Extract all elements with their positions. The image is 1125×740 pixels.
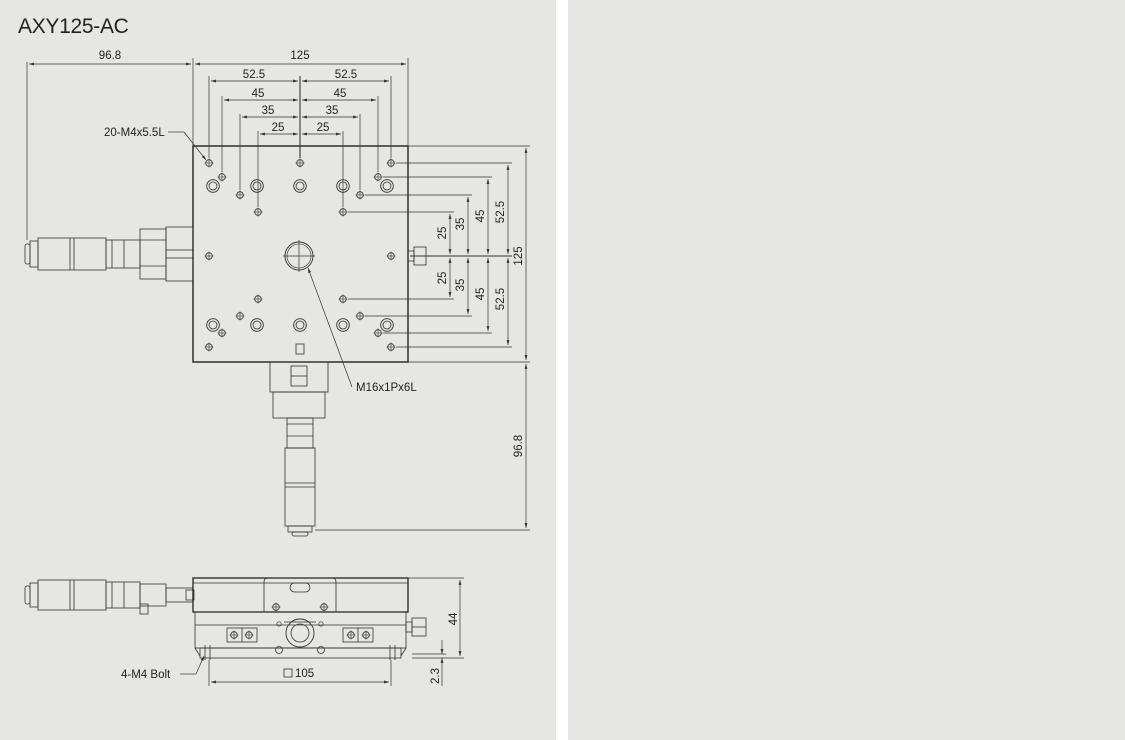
dim-125-width: 125 [290, 50, 309, 62]
callout-center-thread: M16x1Px6L [356, 382, 417, 394]
callout-tapped-holes: 20-M4x5.5L [104, 127, 165, 139]
dim-35-top: 35 [455, 218, 467, 231]
side-view: 44 2.3 105 4-M4 Bolt [24, 577, 464, 686]
bottom-micrometer [269, 361, 329, 537]
model-title: AXY125-AC [18, 15, 129, 38]
left-micrometer [24, 226, 194, 282]
dim-25-right: 25 [317, 122, 330, 134]
blank-panel [568, 0, 1125, 740]
dim-2-3-offset: 2.3 [430, 668, 442, 684]
top-view: 96.8 125 52.5 52.5 45 45 [24, 50, 530, 537]
dim-44-height: 44 [448, 612, 460, 625]
dim-45-top: 45 [475, 210, 487, 223]
dim-25-bottom: 25 [437, 272, 449, 285]
dim-52-5-bottom: 52.5 [495, 288, 507, 310]
side-right-knob [405, 617, 427, 637]
square-symbol-icon [283, 668, 293, 678]
dim-35-bottom: 35 [455, 279, 467, 292]
side-roller-blocks [226, 627, 374, 643]
side-dimensions: 44 2.3 105 4-M4 Bolt [121, 577, 464, 686]
side-lock-clamp [263, 577, 337, 612]
dim-96-8-top: 96.8 [99, 50, 121, 62]
dim-25-left: 25 [272, 122, 285, 134]
side-center-bore [275, 618, 325, 654]
dim-105-spacing: 105 [295, 668, 314, 680]
center-thread-hole [283, 240, 315, 272]
dim-45-left: 45 [252, 88, 265, 100]
dim-52-5-right: 52.5 [335, 69, 357, 81]
counterbore-holes [206, 179, 394, 332]
dim-35-right: 35 [326, 105, 339, 117]
horizontal-dimensions: 96.8 125 52.5 52.5 45 45 [26, 50, 409, 240]
technical-drawing: 96.8 125 52.5 52.5 45 45 [24, 50, 530, 686]
vertical-dimensions: 25 25 35 35 45 45 52.5 52.5 125 96.8 [315, 145, 530, 531]
dim-45-bottom: 45 [475, 288, 487, 301]
tapped-holes [204, 158, 396, 352]
dim-52-5-top: 52.5 [495, 201, 507, 223]
dim-25-top: 25 [437, 227, 449, 240]
top-lock-marker [295, 343, 305, 355]
side-micrometer [24, 579, 195, 615]
callout-bolts: 4-M4 Bolt [121, 669, 171, 681]
dim-45-right: 45 [334, 88, 347, 100]
dim-96-8-side: 96.8 [513, 435, 525, 457]
side-base [199, 647, 402, 659]
top-callouts: 20-M4x5.5L M16x1Px6L [104, 127, 417, 394]
drawing-panel [0, 0, 556, 740]
dim-52-5-left: 52.5 [243, 69, 265, 81]
dim-35-left: 35 [262, 105, 275, 117]
dim-125-height: 125 [513, 246, 525, 265]
